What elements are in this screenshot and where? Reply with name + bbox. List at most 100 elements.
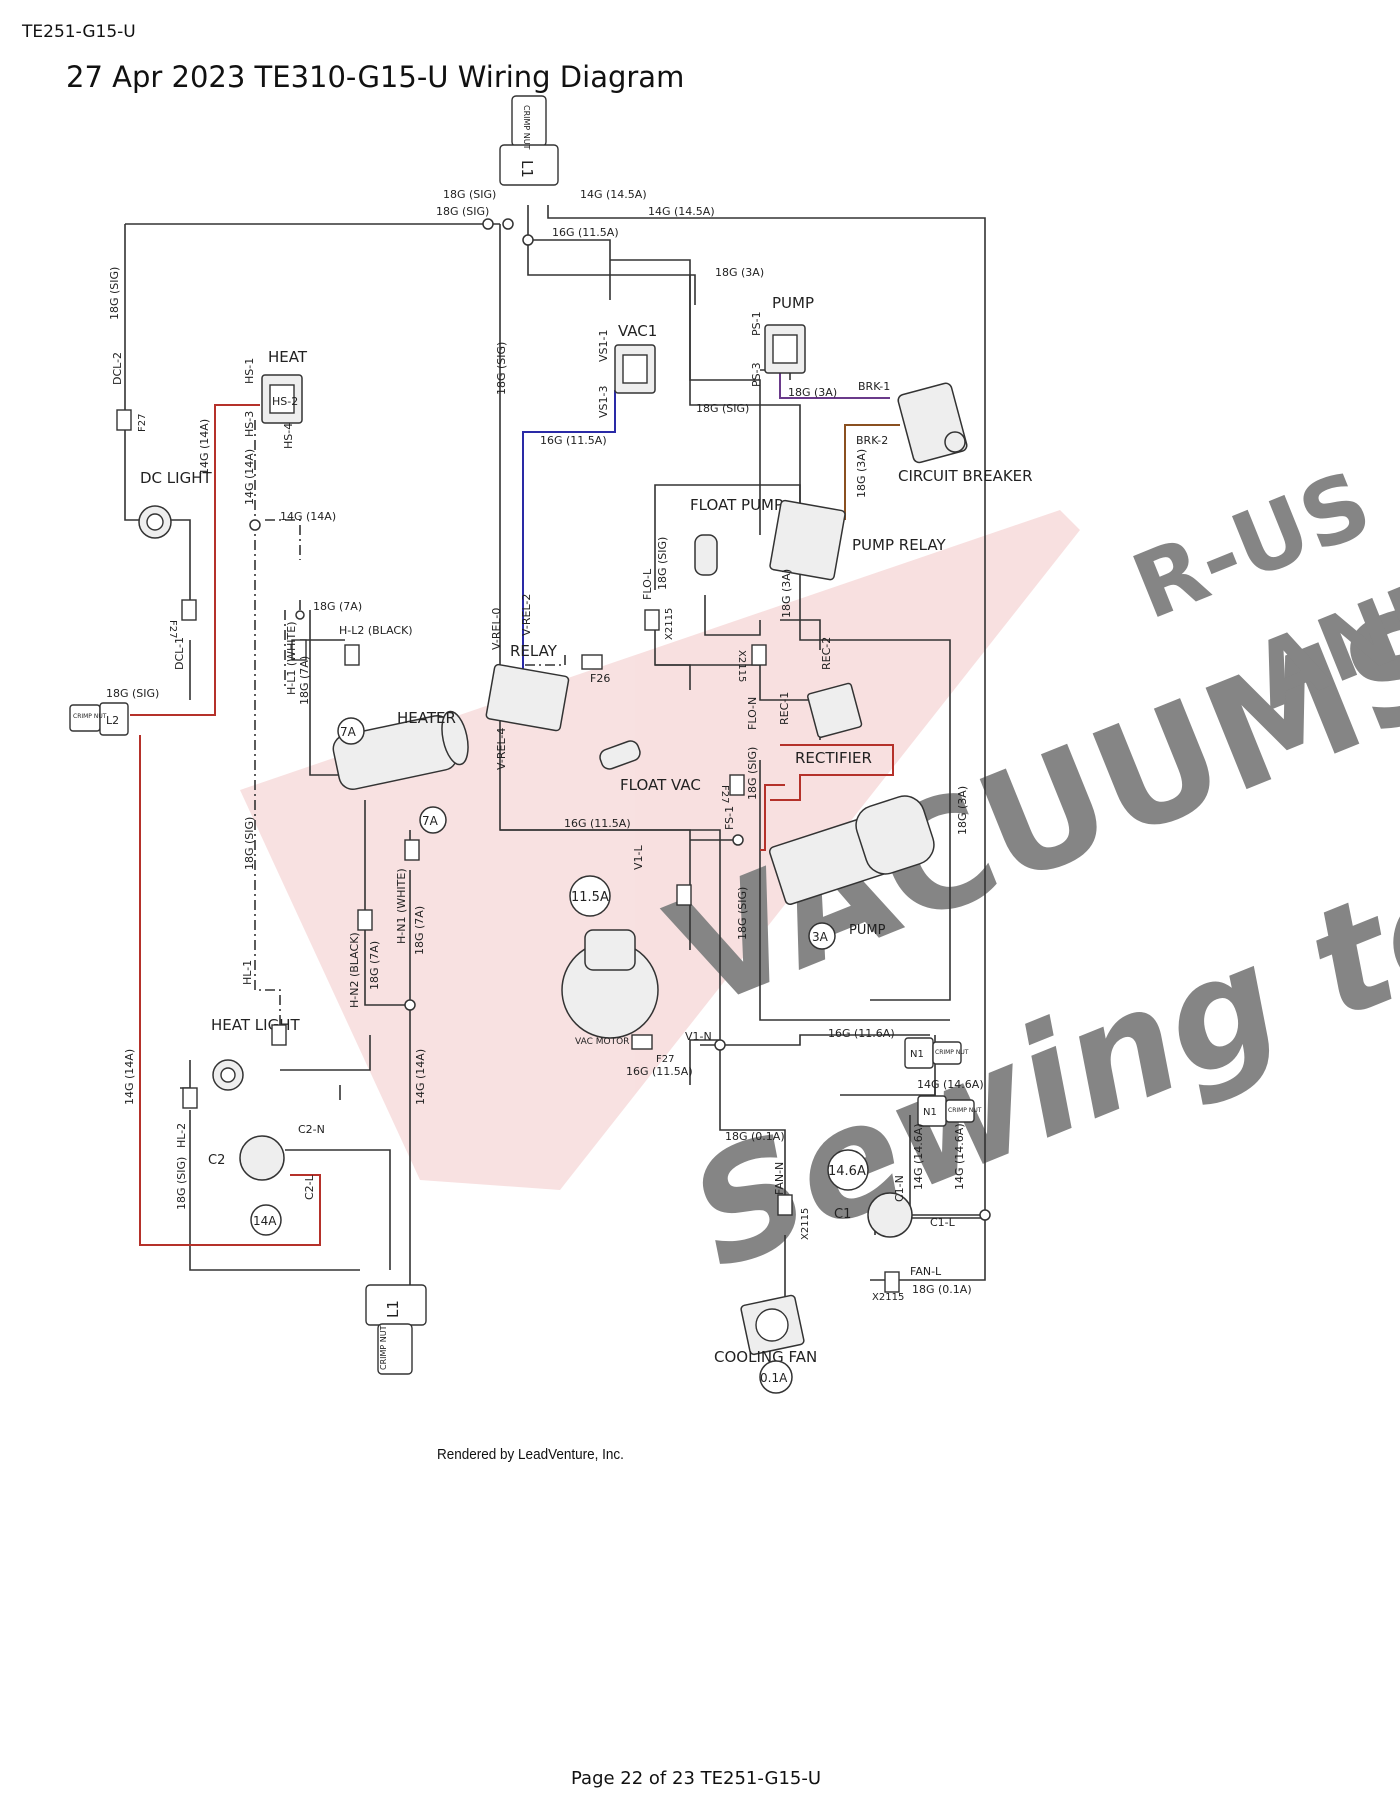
term-f27-3: F27 — [719, 785, 730, 803]
l1-label-top: L1 — [518, 160, 536, 178]
term-hl2: HL-2 — [175, 1123, 188, 1148]
wire-label-v17: 14G (14A) — [414, 1049, 427, 1105]
term-flon: FLO-N — [746, 697, 759, 730]
wire-label-v4: 18G (SIG) — [495, 342, 508, 395]
pump-motor: PUMP — [768, 795, 935, 938]
inline-connectors — [116, 409, 900, 1293]
wire-label-v5: 18G (SIG) — [656, 537, 669, 590]
term-hs3: HS-3 — [243, 411, 256, 437]
wire-label-v14: 18G (3A) — [956, 786, 969, 835]
wire-label-v13: 18G (SIG) — [736, 887, 749, 940]
wire-label-9: 16G (11.5A) — [540, 434, 607, 447]
crimp-nut-label-n1-lower: CRIMP NUT — [948, 1107, 982, 1114]
amp-circle-fan — [759, 1360, 793, 1394]
term-vs13: VS1-3 — [597, 386, 610, 418]
vac-motor: VAC MOTOR 1 — [561, 929, 659, 1047]
relay-label: RELAY — [510, 642, 558, 660]
amp-ratings: 7A 7A 11.5A 3A 14A 14.6A 0.1A — [250, 717, 869, 1394]
term-vrel4: V-REL-4 — [495, 728, 508, 770]
term-hl1: HL-1 — [241, 960, 254, 985]
wire-label-17: 18G (0.1A) — [912, 1283, 972, 1296]
term-fanl: FAN-L — [910, 1265, 942, 1278]
page-title: 27 Apr 2023 TE310-G15-U Wiring Diagram — [66, 60, 685, 94]
wire-label-7: 18G (SIG) — [696, 402, 749, 415]
wire-label-v7: 18G (3A) — [855, 449, 868, 498]
term-c1l: C1-L — [930, 1216, 956, 1229]
wire-label-8: 18G (3A) — [788, 386, 837, 399]
amp-heater2: 7A — [422, 814, 439, 828]
wire-label-v1: 18G (SIG) — [108, 267, 121, 320]
c1-label: C1 — [834, 1207, 851, 1222]
cooling-fan-label: COOLING FAN — [714, 1348, 817, 1366]
circuit-breaker: CIRCUIT BREAKER — [897, 382, 1033, 485]
term-ps3: PS-3 — [750, 362, 763, 387]
term-fann: FAN-N — [773, 1162, 786, 1195]
l1-label-bottom: L1 — [384, 1300, 402, 1318]
heat-switch: HEAT — [261, 348, 308, 424]
wire-labels: 18G (SIG) 18G (SIG) 14G (14.5A) 14G (14.… — [106, 188, 984, 1296]
wire-label-v18: 14G (14.6A) — [912, 1123, 925, 1190]
term-f27-2: F27 — [167, 620, 178, 638]
wire-label-16: 18G (0.1A) — [725, 1130, 785, 1143]
wire-label-3: 14G (14.5A) — [580, 188, 647, 201]
rectifier-label: RECTIFIER — [795, 749, 872, 767]
term-x2115-3: X2115 — [800, 1208, 811, 1240]
term-hs4: HS-4 — [282, 423, 295, 449]
junction-dots — [249, 218, 991, 1221]
term-x2115-1: X2115 — [664, 608, 675, 640]
wire-label-v15: 14G (14A) — [123, 1049, 136, 1105]
wire-label-2: 18G (SIG) — [436, 205, 489, 218]
pump-switch: PUMP — [764, 294, 814, 374]
wire-label-18: 18G (SIG) — [106, 687, 159, 700]
wire-label-v3: 14G (14A) — [243, 449, 256, 505]
wire-label-13: 16G (11.6A) — [828, 1027, 895, 1040]
n1-label-upper: N1 — [910, 1049, 924, 1060]
term-c1n: C1-N — [893, 1175, 906, 1202]
float-pump-label: FLOAT PUMP — [690, 496, 783, 514]
term-c2l: C2-L — [303, 1174, 316, 1200]
float-vac: FLOAT VAC — [599, 740, 701, 794]
c1-thermostat: C1 — [834, 1192, 913, 1238]
term-f27-1: F27 — [137, 414, 148, 432]
wire-label-v9: 18G (SIG) — [243, 817, 256, 870]
term-hs1: HS-1 — [243, 358, 256, 384]
term-hs2: HS-2 — [272, 395, 298, 408]
page-footer: Page 22 of 23 TE251-G15-U — [571, 1768, 822, 1789]
term-hl2b: H-L2 (BLACK) — [339, 624, 413, 637]
term-fs1: FS-1 — [723, 806, 736, 830]
wire-label-v12: 18G (SIG) — [746, 747, 759, 800]
wire-label-5: 16G (11.5A) — [552, 226, 619, 239]
term-hn2b: H-N2 (BLACK) — [348, 932, 361, 1008]
circuit-breaker-label: CIRCUIT BREAKER — [898, 467, 1033, 485]
wire-label-v19: 14G (14.6A) — [953, 1123, 966, 1190]
float-vac-label: FLOAT VAC — [620, 776, 701, 794]
circuit-breaker-label-text: CIRCUIT BREAKER — [898, 467, 1033, 485]
term-rec2: REC-2 — [820, 637, 833, 670]
float-vac-label-text: FLOAT VAC — [620, 776, 701, 794]
amp-circle-heater2 — [419, 806, 447, 834]
term-vrel2: V-REL-2 — [520, 594, 533, 636]
vac-motor-label: VAC MOTOR 1 — [575, 1037, 638, 1047]
wire-label-12: 16G (11.5A) — [564, 817, 631, 830]
amp-circle-pump — [808, 922, 836, 950]
dc-light: DC LIGHT — [138, 469, 212, 539]
heat-light: HEAT LIGHT — [211, 1016, 300, 1091]
wire-label-10: 14G (14A) — [280, 510, 336, 523]
crimp-nut-label-top: CRIMP NUT — [522, 105, 531, 150]
heater-label: HEATER — [397, 709, 456, 727]
crimp-nut-n1-lower: N1 CRIMP NUT — [917, 1095, 982, 1127]
brown-wire — [844, 424, 900, 520]
amp-pump: 3A — [812, 930, 829, 944]
amp-heater: 7A — [340, 725, 357, 739]
heat-light-label: HEAT LIGHT — [211, 1016, 300, 1034]
amp-fan: 0.1A — [760, 1371, 788, 1385]
pump-motor-label: PUMP — [849, 923, 886, 938]
amp-circle-heater — [337, 717, 365, 745]
term-flol: FLO-L — [641, 568, 654, 600]
term-v1l: V1-L — [632, 845, 645, 870]
render-credit: Rendered by LeadVenture, Inc. — [437, 1446, 624, 1463]
wire-label-11: 18G (7A) — [313, 600, 362, 613]
vac1-label: VAC1 — [618, 322, 657, 340]
vac1-switch: VAC1 — [614, 322, 657, 394]
